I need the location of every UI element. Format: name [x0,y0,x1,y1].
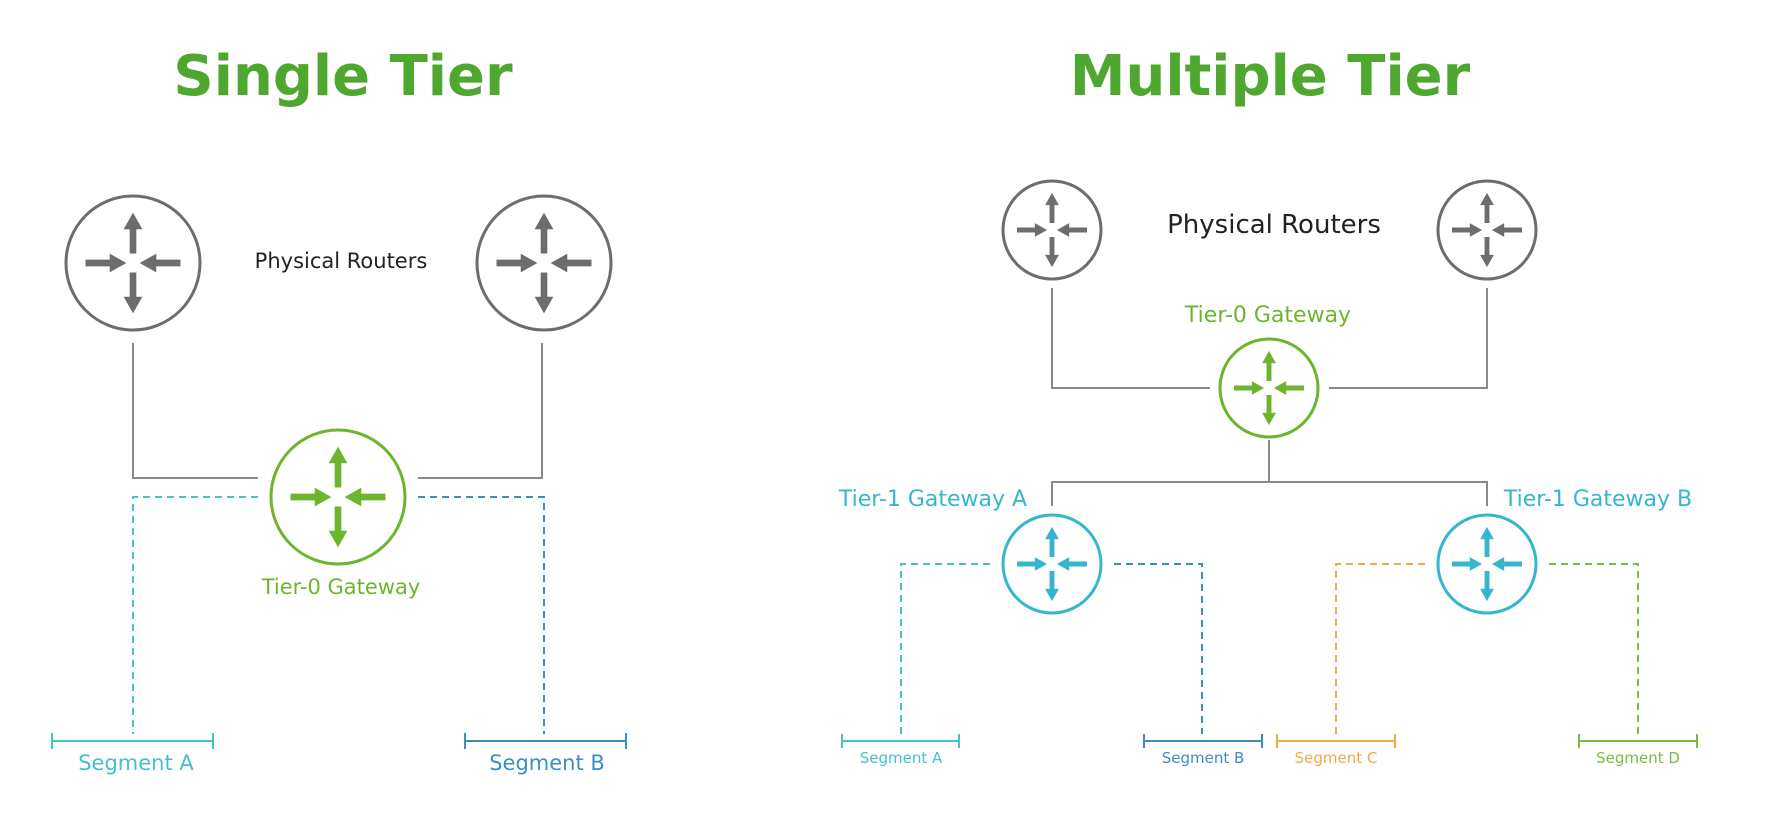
segment-b-link [418,496,545,734]
tier0-tier1-link [1051,440,1488,506]
segment-b-bar [464,733,627,749]
segment-a-label: Segment A [78,751,194,775]
tier0-gateway-label: Tier-0 Gateway [1184,303,1351,328]
segment-b-link [1114,563,1203,734]
uplink-line [418,343,543,479]
router-icon [1436,179,1538,281]
tier0-gateway-icon [1218,337,1320,439]
segment-b-bar [1143,734,1263,748]
segment-a-link [132,496,258,734]
tier1-gateway-b-icon [1436,513,1538,615]
router-icon [1001,179,1103,281]
segment-a-label: Segment A [860,749,943,767]
uplink-line [1329,288,1488,389]
segment-b-label: Segment B [489,751,605,775]
segment-c-bar [1276,734,1396,748]
tier1-gateway-a-icon [1001,513,1103,615]
single-tier-title: Single Tier [173,44,513,109]
single-tier-panel: Single Tier Physical Routers Tier-0 Gate… [51,44,627,775]
uplink-line [1051,288,1210,389]
segment-d-bar [1578,734,1698,748]
multiple-tier-title: Multiple Tier [1070,44,1471,109]
router-icon [64,194,202,332]
tier0-gateway-icon [269,428,407,566]
segment-b-label: Segment B [1162,749,1245,767]
tier1-gateway-b-label: Tier-1 Gateway B [1503,487,1692,512]
router-icon [475,194,613,332]
segment-d-label: Segment D [1596,749,1680,767]
multiple-tier-panel: Multiple Tier Physical Routers Tier-0 Ga… [838,44,1698,767]
physical-routers-label: Physical Routers [255,249,428,273]
uplink-line [132,343,258,479]
tier0-gateway-label: Tier-0 Gateway [261,575,421,599]
segment-a-bar [841,734,960,748]
tier1-gateway-a-label: Tier-1 Gateway A [838,487,1027,512]
segment-c-link [1335,563,1425,734]
segment-d-link [1549,563,1639,734]
segment-a-link [900,563,990,734]
segment-c-label: Segment C [1295,749,1378,767]
physical-routers-label: Physical Routers [1167,210,1381,240]
segment-a-bar [51,733,214,749]
